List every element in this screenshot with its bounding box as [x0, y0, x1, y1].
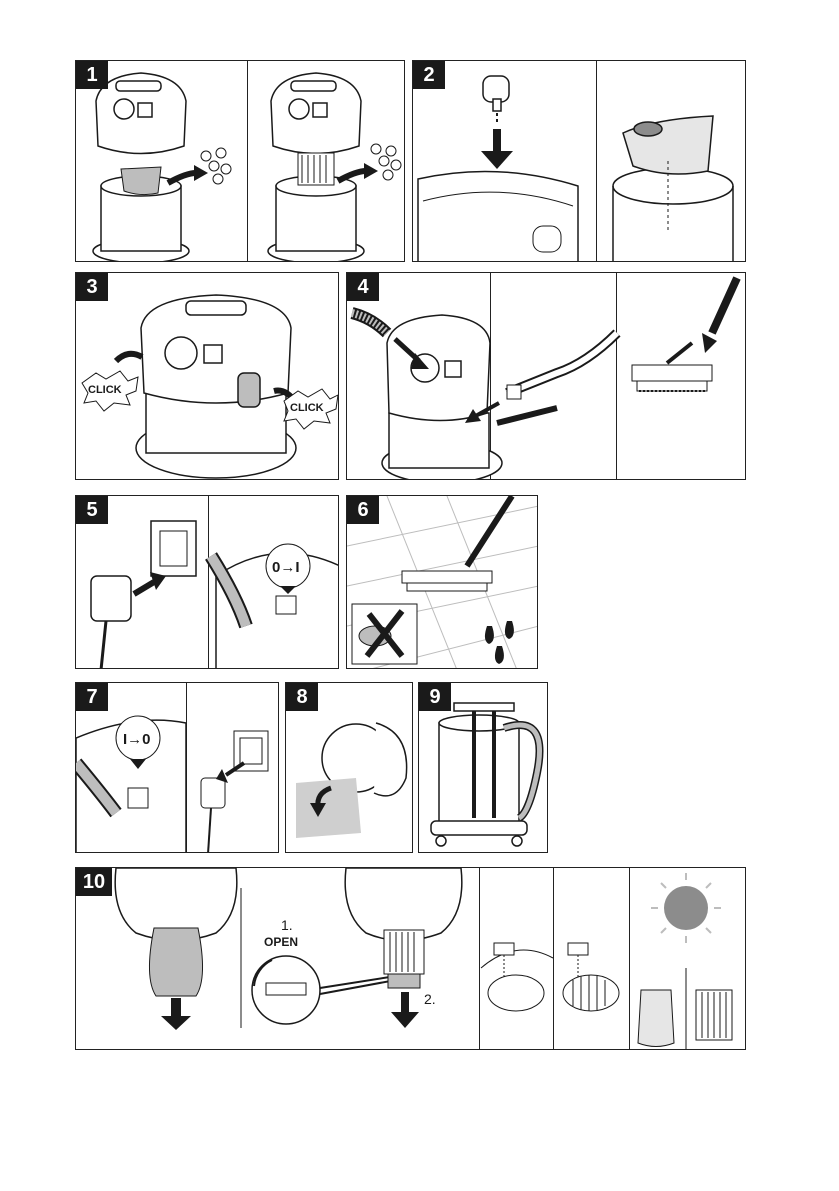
step-7-panel: 7 I→0 [75, 682, 279, 853]
step-number: 8 [286, 683, 318, 711]
step-9-panel: 9 [418, 682, 548, 853]
plug-in-illustration: 0→I [76, 496, 339, 669]
step-4-panel: 4 [346, 272, 746, 480]
step-number: 6 [347, 496, 379, 524]
step-1-panel: 1 [75, 60, 405, 262]
remove-filter-illustration [76, 61, 405, 262]
step-10-panel: 10 1. OPEN 2. [75, 867, 746, 1050]
step-number: 4 [347, 273, 379, 301]
step-2-panel: 2 [412, 60, 746, 262]
step-6-panel: 6 [346, 495, 538, 669]
clean-filter-illustration: 1. OPEN 2. [76, 868, 746, 1050]
attach-hose-illustration [347, 273, 746, 480]
step-number: 3 [76, 273, 108, 301]
step-number: 5 [76, 496, 108, 524]
step-two-label: 2. [424, 991, 436, 1007]
step-one-label: 1. [281, 917, 293, 933]
lock-clips-illustration: CLICK CLICK [76, 273, 339, 480]
step-number: 9 [419, 683, 451, 711]
step-number: 10 [76, 868, 112, 896]
step-number: 2 [413, 61, 445, 89]
float-insert-illustration [413, 61, 746, 262]
step-number: 7 [76, 683, 108, 711]
switch-on-label: 0→I [272, 559, 300, 576]
step-3-panel: 3 CLICK CLICK [75, 272, 339, 480]
step-5-panel: 5 0→I [75, 495, 339, 669]
switch-off-label: I→0 [123, 731, 151, 748]
click-label-right: CLICK [290, 402, 324, 414]
step-number: 1 [76, 61, 108, 89]
click-label-left: CLICK [88, 384, 122, 396]
open-label: OPEN [264, 935, 298, 949]
step-8-panel: 8 [285, 682, 413, 853]
